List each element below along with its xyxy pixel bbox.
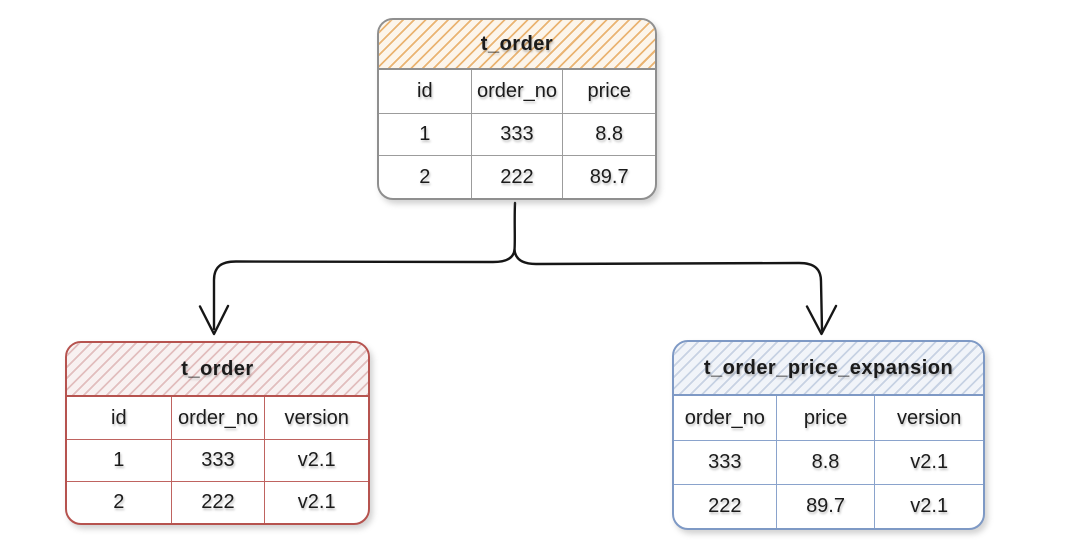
column-header: price: [562, 70, 655, 113]
table-grid: order_no price version 333 8.8 v2.1 222 …: [674, 396, 983, 528]
table-t-order-price-expansion: t_order_price_expansion order_no price v…: [672, 340, 985, 530]
table-cell: 1: [67, 439, 171, 481]
table-cell: 333: [170, 439, 265, 481]
table-cell: 8.8: [775, 440, 875, 484]
column-header: order_no: [684, 406, 765, 429]
column-header: order_no: [170, 397, 265, 439]
table-grid: id order_no version 1 333 v2.1 2 222 v2.…: [67, 397, 368, 523]
table-header-hatched: t_order: [67, 343, 368, 397]
table-cell: 333: [674, 440, 776, 484]
arrow-left-arrowhead-icon: [198, 304, 230, 336]
table-t-order-shard: t_order id order_no version 1 333 v2.1 2…: [65, 341, 370, 525]
table-cell: 222: [674, 484, 776, 528]
arrow-to-right-table: [513, 248, 824, 332]
column-header: order_no: [470, 70, 563, 113]
column-header: price: [775, 396, 875, 440]
table-t-order-source: t_order id order_no price 1 333 8.8 2 22…: [377, 18, 657, 200]
column-header: id: [417, 79, 433, 102]
table-cell: 89.7: [775, 484, 875, 528]
table-title: t_order: [181, 357, 254, 380]
table-cell: v2.1: [874, 484, 983, 528]
column-header: id: [111, 406, 127, 429]
table-title: t_order: [480, 32, 554, 55]
table-header-hatched: t_order_price_expansion: [674, 342, 983, 396]
table-cell: 89.7: [562, 155, 655, 198]
table-cell: v2.1: [874, 440, 983, 484]
table-cell: 2: [67, 481, 171, 523]
arrow-to-left-table: [212, 248, 516, 331]
table-cell: 8.8: [562, 112, 655, 156]
table-cell: 222: [470, 155, 563, 198]
arrow-right-arrowhead-icon: [805, 304, 838, 336]
table-grid: id order_no price 1 333 8.8 2 222 89.7: [379, 70, 655, 198]
table-cell: 1: [379, 112, 471, 156]
table-header-hatched: t_order: [379, 20, 655, 70]
table-title: t_order_price_expansion: [703, 356, 954, 379]
arrow-stem: [513, 201, 517, 252]
column-header: version: [874, 396, 983, 440]
table-cell: 222: [170, 481, 265, 523]
table-cell: 2: [379, 155, 471, 198]
table-cell: 333: [470, 112, 563, 156]
table-cell: v2.1: [264, 439, 368, 481]
table-cell: v2.1: [264, 481, 368, 523]
column-header: version: [264, 397, 368, 439]
